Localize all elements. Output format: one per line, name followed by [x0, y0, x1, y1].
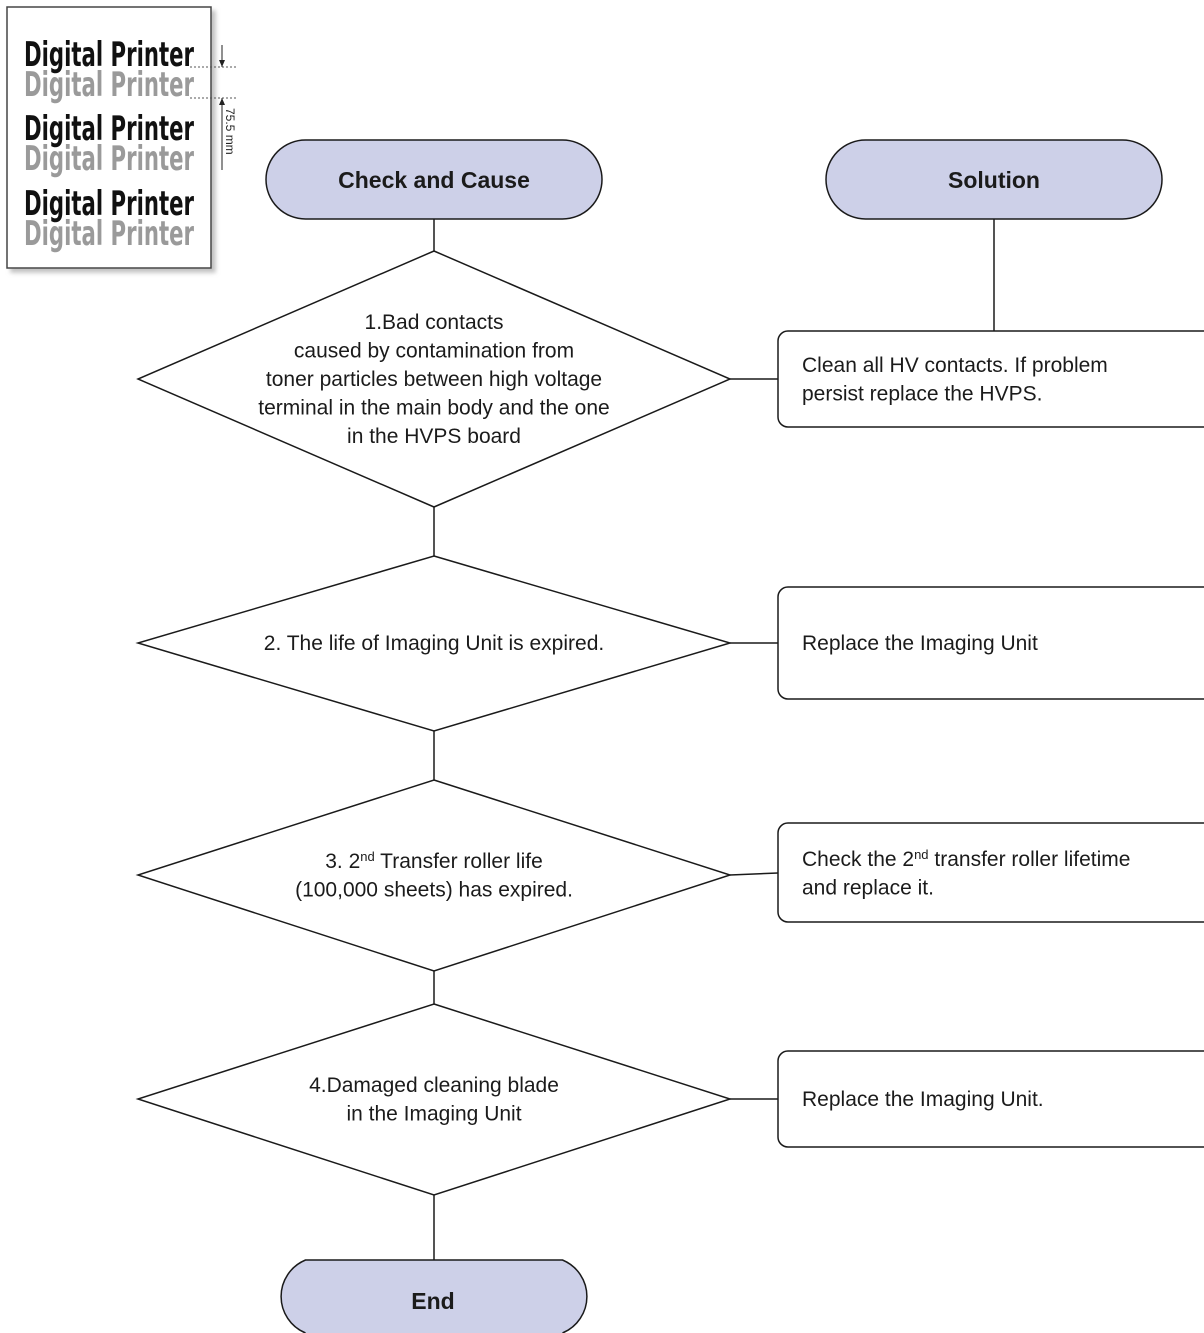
solution-1-text: Clean all HV contacts. If problem persist…	[802, 354, 1108, 406]
check-3-line-1: 3. 2nd Transfer roller life	[325, 848, 543, 873]
solution-1-line-2: persist replace the HVPS.	[802, 382, 1042, 405]
check-2-line-1: 2. The life of Imaging Unit is expired.	[264, 632, 604, 655]
check-1-line-5: in the HVPS board	[347, 425, 521, 448]
check-3-diamond: 3. 2nd Transfer roller life (100,000 shee…	[135, 779, 733, 972]
solution-3-line-2: and replace it.	[802, 876, 934, 899]
solution-label: Solution	[948, 167, 1040, 193]
check-4-text: 4.Damaged cleaning blade in the Imaging U…	[309, 1074, 559, 1126]
check-3-text: 3. 2nd Transfer roller life (100,000 shee…	[295, 848, 573, 901]
solution-3-text: Check the 2nd transfer roller lifetime a…	[802, 846, 1130, 899]
check-1-line-1: 1.Bad contacts	[365, 311, 504, 334]
check-2-text: 2. The life of Imaging Unit is expired.	[264, 632, 604, 655]
check-3-line-2: (100,000 sheets) has expired.	[295, 878, 573, 901]
sample-ghost-line-2: Digital Printer	[24, 139, 194, 179]
solution-1-box: Clean all HV contacts. If problem persist…	[777, 330, 1204, 428]
solution-2-text: Replace the Imaging Unit	[802, 632, 1038, 655]
check-4-line-1: 4.Damaged cleaning blade	[309, 1074, 559, 1097]
check-1-text: 1.Bad contacts caused by contamination fr…	[258, 311, 609, 448]
sample-ghost-line-1: Digital Printer	[24, 65, 194, 105]
terminal-check-and-cause: Check and Cause	[265, 139, 603, 220]
check-1-line-4: terminal in the main body and the one	[258, 397, 609, 420]
solution-2-box: Replace the Imaging Unit	[777, 586, 1204, 700]
dimension-label: 75.5 mm	[223, 108, 237, 155]
sample-line-3: Digital Printer	[24, 184, 194, 224]
solution-1-line-1: Clean all HV contacts. If problem	[802, 354, 1108, 377]
check-1-line-2: caused by contamination from	[294, 340, 574, 363]
connectors	[433, 219, 995, 1260]
solution-4-line-1: Replace the Imaging Unit.	[802, 1088, 1044, 1111]
terminal-end: End	[280, 1259, 588, 1333]
check-4-diamond: 4.Damaged cleaning blade in the Imaging U…	[135, 1003, 733, 1196]
solution-2-line-1: Replace the Imaging Unit	[802, 632, 1038, 655]
check-1-line-3: toner particles between high voltage	[266, 368, 602, 391]
solution-3-box: Check the 2nd transfer roller lifetime a…	[777, 822, 1204, 923]
sample-line-1: Digital Printer	[24, 35, 194, 75]
check-and-cause-label: Check and Cause	[338, 167, 530, 193]
sample-print-image: Digital Printer Digital Printer Digital …	[6, 6, 212, 269]
solution-4-box: Replace the Imaging Unit.	[777, 1050, 1204, 1148]
dimension-marker: 75.5 mm	[190, 45, 237, 170]
solution-3-line-1: Check the 2nd transfer roller lifetime	[802, 846, 1130, 871]
sample-line-2: Digital Printer	[24, 109, 194, 149]
solution-4-text: Replace the Imaging Unit.	[802, 1088, 1044, 1111]
check-1-diamond: 1.Bad contacts caused by contamination fr…	[136, 250, 732, 508]
sample-ghost-line-3: Digital Printer	[24, 214, 194, 254]
check-2-diamond: 2. The life of Imaging Unit is expired.	[135, 555, 733, 732]
check-4-line-2: in the Imaging Unit	[346, 1102, 521, 1125]
end-label: End	[411, 1288, 454, 1314]
terminal-solution: Solution	[825, 139, 1163, 220]
